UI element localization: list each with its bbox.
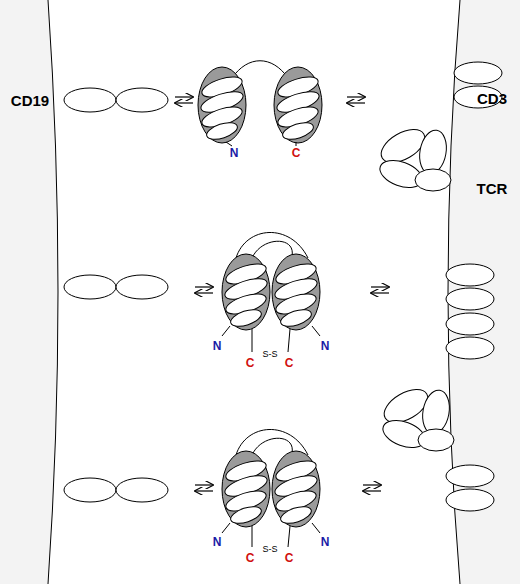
scfv-domain	[272, 451, 320, 527]
terminus-label: N	[230, 147, 239, 159]
terminus-label: N	[213, 536, 222, 548]
tcr-complex	[376, 123, 451, 193]
scfv-domain	[272, 254, 320, 330]
terminus-line	[222, 326, 230, 336]
b-cell	[0, 0, 58, 584]
terminus-line	[312, 326, 320, 336]
terminus-line	[252, 329, 253, 352]
terminus-label: C	[285, 357, 294, 369]
equilibrium	[371, 287, 389, 293]
scfv-domain	[222, 451, 270, 527]
scfv-domain	[274, 67, 322, 143]
antigen-name: CD3	[477, 91, 507, 106]
terminus-label: C	[285, 552, 294, 564]
terminus-label: C	[246, 357, 255, 369]
peptide-linker	[252, 438, 292, 455]
cd19-receptor	[64, 478, 168, 502]
terminus-label: N	[321, 536, 330, 548]
equilibrium	[195, 287, 213, 293]
antigen-name: CD19	[11, 93, 49, 108]
tcr-complex	[379, 383, 454, 453]
terminus-label: C	[292, 147, 301, 159]
terminus-line	[222, 523, 230, 533]
terminus-line	[288, 526, 290, 547]
disulfide-label: S-S	[262, 545, 277, 554]
terminus-line	[288, 329, 290, 352]
scfv-domain	[222, 254, 270, 330]
terminus-label: N	[213, 340, 222, 352]
terminus-label: C	[246, 552, 255, 564]
terminus-line	[296, 142, 297, 146]
terminus-line	[312, 523, 320, 533]
equilibrium	[363, 485, 381, 491]
terminus-line	[252, 526, 253, 547]
peptide-linker	[232, 61, 288, 78]
equilibrium	[347, 97, 365, 103]
terminus-line	[226, 142, 232, 146]
peptide-linker	[252, 241, 292, 258]
cd19-receptor	[64, 88, 168, 112]
cd3-receptor	[446, 465, 494, 511]
cd19-receptor	[64, 275, 168, 299]
equilibrium	[175, 97, 193, 103]
cd3-receptor	[446, 313, 494, 359]
terminus-label: N	[321, 340, 330, 352]
cd3-receptor	[446, 264, 494, 310]
disulfide-label: S-S	[262, 350, 277, 359]
b-cell-membrane	[48, 0, 58, 584]
receptor-name: TCR	[477, 181, 508, 196]
scfv-domain	[198, 67, 246, 143]
equilibrium	[195, 485, 213, 491]
